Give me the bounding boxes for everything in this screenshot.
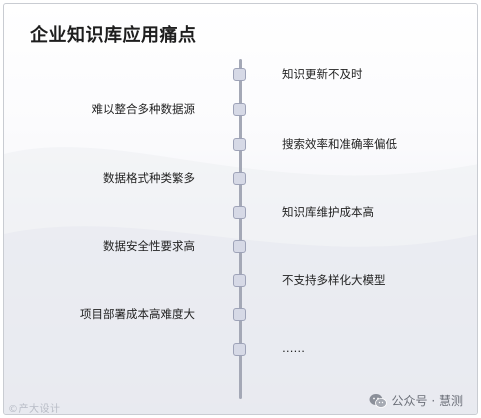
watermark-text: ©产大设计 <box>8 404 61 415</box>
timeline-label-8: 项目部署成本高难度大 <box>80 307 195 321</box>
diagram-card: 企业知识库应用痛点 知识更新不及时 难以整合多种数据源 搜索效率和准确率偏低 数… <box>3 3 478 415</box>
wechat-label: 公众号 · 慧测 <box>391 394 463 408</box>
timeline-node-4 <box>233 172 246 185</box>
timeline-node-2 <box>233 103 246 116</box>
wechat-icon <box>369 393 387 408</box>
timeline-node-8 <box>233 308 246 321</box>
timeline-label-7: 不支持多样化大模型 <box>282 273 386 287</box>
timeline-node-5 <box>233 206 246 219</box>
timeline-node-9 <box>233 343 246 356</box>
timeline-label-1: 知识更新不及时 <box>282 67 363 81</box>
timeline-label-3: 搜索效率和准确率偏低 <box>282 137 397 151</box>
timeline-node-7 <box>233 274 246 287</box>
timeline-node-6 <box>233 240 246 253</box>
timeline-label-9: …… <box>282 341 305 355</box>
wechat-account: 公众号 · 慧测 <box>369 392 463 409</box>
timeline-node-1 <box>233 68 246 81</box>
timeline-label-6: 数据安全性要求高 <box>103 239 195 253</box>
timeline-node-3 <box>233 138 246 151</box>
timeline-axis <box>239 59 242 399</box>
timeline-label-4: 数据格式种类繁多 <box>103 171 195 185</box>
diagram-title: 企业知识库应用痛点 <box>30 25 197 46</box>
timeline-label-5: 知识库维护成本高 <box>282 205 374 219</box>
timeline-label-2: 难以整合多种数据源 <box>91 102 196 116</box>
